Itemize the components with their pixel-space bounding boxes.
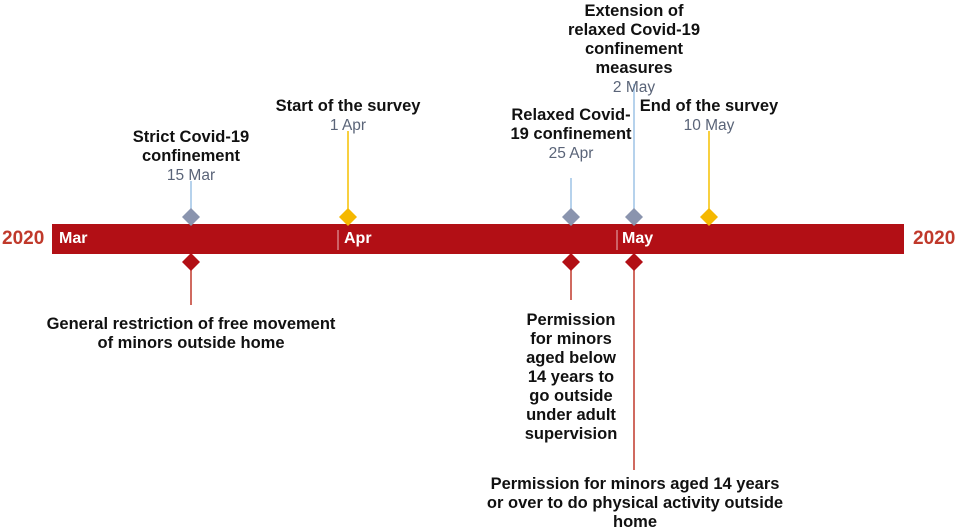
event-date: 1 Apr (329, 117, 367, 134)
event-extension-relaxed: Extension of relaxed Covid-19 confinemen… (564, 2, 704, 97)
event-date: 2 May (612, 79, 656, 96)
event-permission-under-14: Permission for minors aged below 14 year… (524, 311, 618, 443)
diamond-permission-under-14 (562, 253, 580, 271)
month-mar: Mar (59, 230, 88, 247)
diamond-extension-relaxed (625, 208, 643, 226)
event-relaxed-confinement: Relaxed Covid-19 confinement 25 Apr (506, 106, 636, 163)
event-permission-14-over: Permission for minors aged 14 years or o… (486, 475, 784, 531)
month-may: May (622, 230, 654, 247)
diamond-general-restriction (182, 253, 200, 271)
timeline-bar (52, 224, 904, 254)
diamond-start-survey (339, 208, 357, 226)
event-date: 10 May (683, 117, 735, 134)
year-right: 2020 (913, 228, 956, 249)
year-left: 2020 (2, 228, 45, 249)
diamond-permission-14-over (625, 253, 643, 271)
diamond-relaxed-confinement (562, 208, 580, 226)
event-title: End of the survey (639, 97, 779, 115)
event-date: 15 Mar (166, 167, 216, 184)
month-apr: Apr (344, 230, 372, 247)
event-title: Relaxed Covid-19 confinement (510, 106, 632, 143)
event-strict-confinement: Strict Covid-19 confinement 15 Mar (106, 128, 276, 185)
event-title: Start of the survey (275, 97, 421, 115)
event-general-restriction: General restriction of free movement of … (46, 315, 336, 352)
event-title: Strict Covid-19 confinement (132, 128, 250, 165)
diamond-strict-confinement (182, 208, 200, 226)
diamond-end-survey (700, 208, 718, 226)
event-title: Extension of relaxed Covid-19 confinemen… (567, 2, 701, 77)
event-end-survey: End of the survey 10 May (624, 97, 794, 135)
event-date: 25 Apr (548, 145, 594, 162)
event-start-survey: Start of the survey 1 Apr (263, 97, 433, 135)
